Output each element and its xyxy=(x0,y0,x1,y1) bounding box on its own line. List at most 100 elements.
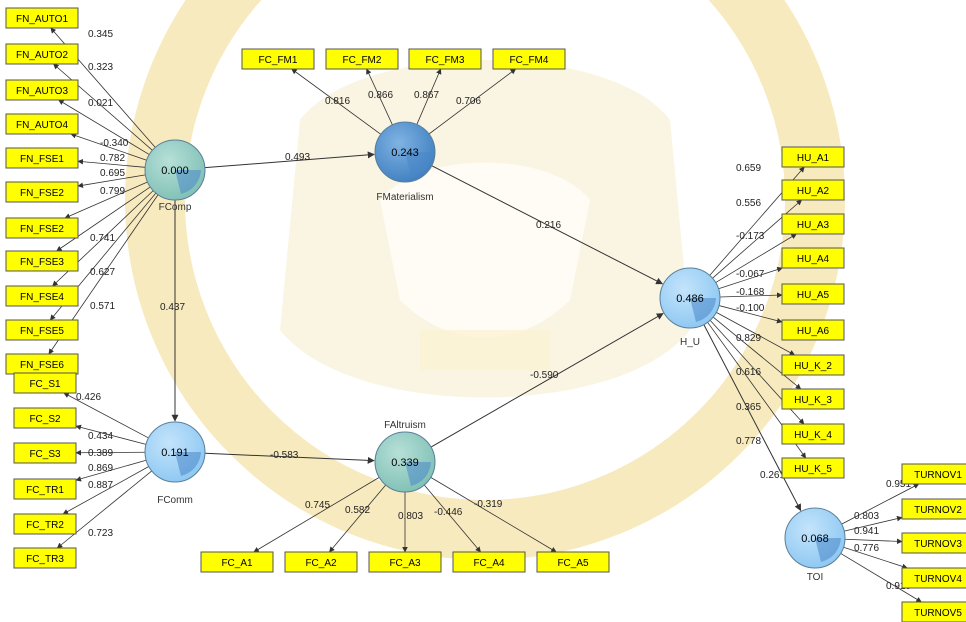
loading-arrow-HU_A2 xyxy=(712,199,803,279)
indicator-label: FC_FM2 xyxy=(343,55,382,66)
edge-labels-layer: 0.4930.437-0.5830.216-0.5900.2610.3450.3… xyxy=(76,29,911,592)
indicator-TURNOV4[interactable]: TURNOV4 xyxy=(901,567,966,589)
indicator-HU_A6[interactable]: HU_A6 xyxy=(781,319,845,341)
indicator-label: FC_FM4 xyxy=(510,55,549,66)
construct-value: 0.000 xyxy=(161,165,189,177)
indicator-FC_A5[interactable]: FC_A5 xyxy=(536,551,610,573)
indicator-FN_FSE6[interactable]: FN_FSE6 xyxy=(5,353,79,375)
outer-loading: 0.426 xyxy=(76,392,101,403)
loading-arrow-FC_S2 xyxy=(75,424,147,445)
path-FMaterialism-to-H_U xyxy=(431,165,664,285)
indicator-FN_FSE5[interactable]: FN_FSE5 xyxy=(5,319,79,341)
outer-loading: 0.345 xyxy=(88,29,113,40)
indicator-box xyxy=(781,283,845,305)
path-FComm-to-FAltruism xyxy=(204,452,375,464)
indicator-box xyxy=(492,48,566,70)
indicator-label: HU_K_2 xyxy=(794,361,832,372)
indicator-HU_K_4[interactable]: HU_K_4 xyxy=(781,423,845,445)
indicator-FN_AUTO4[interactable]: FN_AUTO4 xyxy=(5,113,79,135)
indicator-label: FN_FSE4 xyxy=(20,292,64,303)
outer-loading: -0.446 xyxy=(434,507,463,518)
indicator-TURNOV5[interactable]: TURNOV5 xyxy=(901,601,966,622)
indicator-label: FC_TR1 xyxy=(26,485,64,496)
loading-arrow-FN_AUTO3 xyxy=(58,99,150,155)
indicator-FC_S1[interactable]: FC_S1 xyxy=(13,372,77,394)
indicator-FN_AUTO2[interactable]: FN_AUTO2 xyxy=(5,43,79,65)
indicator-label: HU_A1 xyxy=(797,153,830,164)
indicator-FC_A3[interactable]: FC_A3 xyxy=(368,551,442,573)
outer-loading: 0.778 xyxy=(736,436,761,447)
outer-loading: 0.741 xyxy=(90,233,115,244)
indicator-TURNOV1[interactable]: TURNOV1 xyxy=(901,463,966,485)
indicator-FC_FM1[interactable]: FC_FM1 xyxy=(241,48,315,70)
construct-value: 0.243 xyxy=(391,147,419,159)
indicator-FC_TR2[interactable]: FC_TR2 xyxy=(13,513,77,535)
indicator-label: TURNOV1 xyxy=(914,470,962,481)
indicator-FC_A4[interactable]: FC_A4 xyxy=(452,551,526,573)
indicator-HU_A2[interactable]: HU_A2 xyxy=(781,179,845,201)
indicator-box xyxy=(5,250,79,272)
construct-name: H_U xyxy=(680,337,700,348)
indicator-FC_FM2[interactable]: FC_FM2 xyxy=(325,48,399,70)
indicator-FC_A2[interactable]: FC_A2 xyxy=(284,551,358,573)
indicator-HU_K_2[interactable]: HU_K_2 xyxy=(781,354,845,376)
indicator-FC_FM4[interactable]: FC_FM4 xyxy=(492,48,566,70)
outer-loading: -0.173 xyxy=(736,231,765,242)
indicator-FC_TR1[interactable]: FC_TR1 xyxy=(13,478,77,500)
path-coefficient: 0.437 xyxy=(160,302,185,313)
indicator-label: FN_AUTO4 xyxy=(16,120,68,131)
outer-loading: 0.706 xyxy=(456,96,481,107)
indicator-box xyxy=(5,113,79,135)
indicator-HU_K_5[interactable]: HU_K_5 xyxy=(781,457,845,479)
indicator-HU_A5[interactable]: HU_A5 xyxy=(781,283,845,305)
indicator-box xyxy=(5,217,79,239)
indicator-HU_A4[interactable]: HU_A4 xyxy=(781,247,845,269)
indicator-FN_FSE3[interactable]: FN_FSE3 xyxy=(5,250,79,272)
indicator-box xyxy=(13,513,77,535)
indicator-FN_FSE2[interactable]: FN_FSE2 xyxy=(5,181,79,203)
indicator-TURNOV3[interactable]: TURNOV3 xyxy=(901,532,966,554)
indicator-FC_A1[interactable]: FC_A1 xyxy=(200,551,274,573)
outer-loading: 0.869 xyxy=(88,463,113,474)
indicator-HU_A1[interactable]: HU_A1 xyxy=(781,146,845,168)
outer-loading: 0.803 xyxy=(854,511,879,522)
construct-name: FComm xyxy=(157,495,193,506)
indicator-FN_FSE2b[interactable]: FN_FSE2 xyxy=(5,217,79,239)
indicator-box xyxy=(13,547,77,569)
outer-loading: 0.323 xyxy=(88,62,113,73)
loading-arrow-HU_A6 xyxy=(718,305,783,324)
indicator-label: FN_FSE6 xyxy=(20,360,64,371)
indicator-FC_S3[interactable]: FC_S3 xyxy=(13,442,77,464)
indicator-HU_A3[interactable]: HU_A3 xyxy=(781,213,845,235)
indicator-FC_S2[interactable]: FC_S2 xyxy=(13,407,77,429)
indicator-FC_FM3[interactable]: FC_FM3 xyxy=(408,48,482,70)
indicator-FN_FSE4[interactable]: FN_FSE4 xyxy=(5,285,79,307)
construct-value: 0.068 xyxy=(801,533,829,545)
outer-loading: 0.627 xyxy=(90,267,115,278)
indicator-FC_TR3[interactable]: FC_TR3 xyxy=(13,547,77,569)
indicator-box xyxy=(5,43,79,65)
outer-loading: 0.919 xyxy=(886,581,911,592)
indicator-label: FN_AUTO3 xyxy=(16,86,68,97)
indicator-HU_K_3[interactable]: HU_K_3 xyxy=(781,388,845,410)
indicator-label: TURNOV4 xyxy=(914,574,962,585)
indicator-FN_FSE1[interactable]: FN_FSE1 xyxy=(5,147,79,169)
loading-arrow-TURNOV4 xyxy=(843,546,908,570)
indicator-TURNOV2[interactable]: TURNOV2 xyxy=(901,498,966,520)
indicator-FN_AUTO1[interactable]: FN_AUTO1 xyxy=(5,7,79,29)
construct-name: TOI xyxy=(807,572,823,583)
loading-arrow-FC_A2 xyxy=(329,484,387,553)
indicator-box xyxy=(13,442,77,464)
path-coefficient: 0.493 xyxy=(285,152,310,163)
indicator-FN_AUTO3[interactable]: FN_AUTO3 xyxy=(5,79,79,101)
indicator-box xyxy=(5,319,79,341)
indicator-label: FC_A5 xyxy=(557,558,589,569)
outer-loading: -0.100 xyxy=(736,303,765,314)
loading-arrow-FN_FSE2b xyxy=(64,181,148,219)
